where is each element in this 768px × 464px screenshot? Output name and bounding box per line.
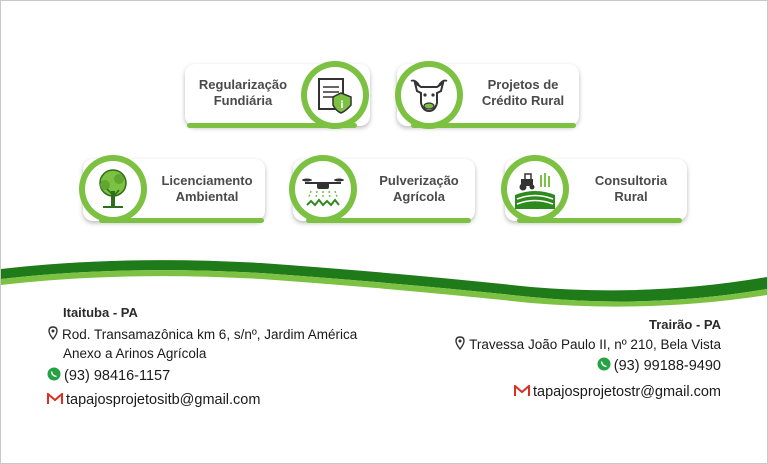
- location-pin-icon: [47, 326, 59, 343]
- office-address-annex: Anexo a Arinos Agrícola: [63, 346, 207, 361]
- office-left: Itaituba - PA Rod. Transamazônica km 6, …: [47, 305, 357, 408]
- office-city: Trairão - PA: [648, 317, 721, 332]
- service-icon-circle: [79, 155, 147, 223]
- drone-icon: [302, 178, 344, 207]
- email-row: tapajosprojetostr@gmail.com: [445, 383, 721, 400]
- whatsapp-icon: [597, 357, 611, 374]
- address-row: Travessa João Paulo II, nº 210, Bela Vis…: [445, 336, 721, 353]
- tractor-field-icon: [515, 173, 555, 209]
- service-underline: [411, 123, 576, 128]
- tree-icon: [99, 169, 127, 208]
- phone-row: (93) 98416-1157: [47, 367, 357, 384]
- phone-row: (93) 99188-9490: [445, 357, 721, 374]
- service-underline: [517, 218, 682, 223]
- service-icon-circle: [501, 155, 569, 223]
- office-city: Itaituba - PA: [63, 305, 138, 320]
- office-address: Rod. Transamazônica km 6, s/nº, Jardim A…: [62, 327, 358, 342]
- svg-text:i: i: [340, 100, 343, 111]
- office-email[interactable]: tapajosprojetostr@gmail.com: [533, 384, 721, 400]
- office-right: Trairão - PA Travessa João Paulo II, nº …: [445, 317, 721, 400]
- email-row: tapajosprojetositb@gmail.com: [47, 391, 357, 408]
- office-phone[interactable]: (93) 98416-1157: [64, 367, 171, 384]
- office-email[interactable]: tapajosprojetositb@gmail.com: [66, 392, 261, 408]
- location-pin-icon: [454, 336, 466, 353]
- service-icon-circle: i: [301, 61, 369, 129]
- address-row: Anexo a Arinos Agrícola: [63, 346, 357, 361]
- service-underline: [187, 123, 357, 128]
- service-icon-circle: [395, 61, 463, 129]
- document-certificate-icon: i: [318, 78, 352, 114]
- address-row: Rod. Transamazônica km 6, s/nº, Jardim A…: [47, 326, 357, 343]
- service-icon-circle: [289, 155, 357, 223]
- office-phone[interactable]: (93) 99188-9490: [613, 357, 721, 374]
- gmail-icon: [514, 383, 530, 400]
- service-underline: [99, 218, 264, 223]
- whatsapp-icon: [47, 367, 61, 384]
- gmail-icon: [47, 391, 63, 408]
- cow-icon: [410, 79, 448, 113]
- green-wave: [1, 260, 767, 311]
- office-address: Travessa João Paulo II, nº 210, Bela Vis…: [469, 337, 721, 352]
- service-underline: [306, 218, 471, 223]
